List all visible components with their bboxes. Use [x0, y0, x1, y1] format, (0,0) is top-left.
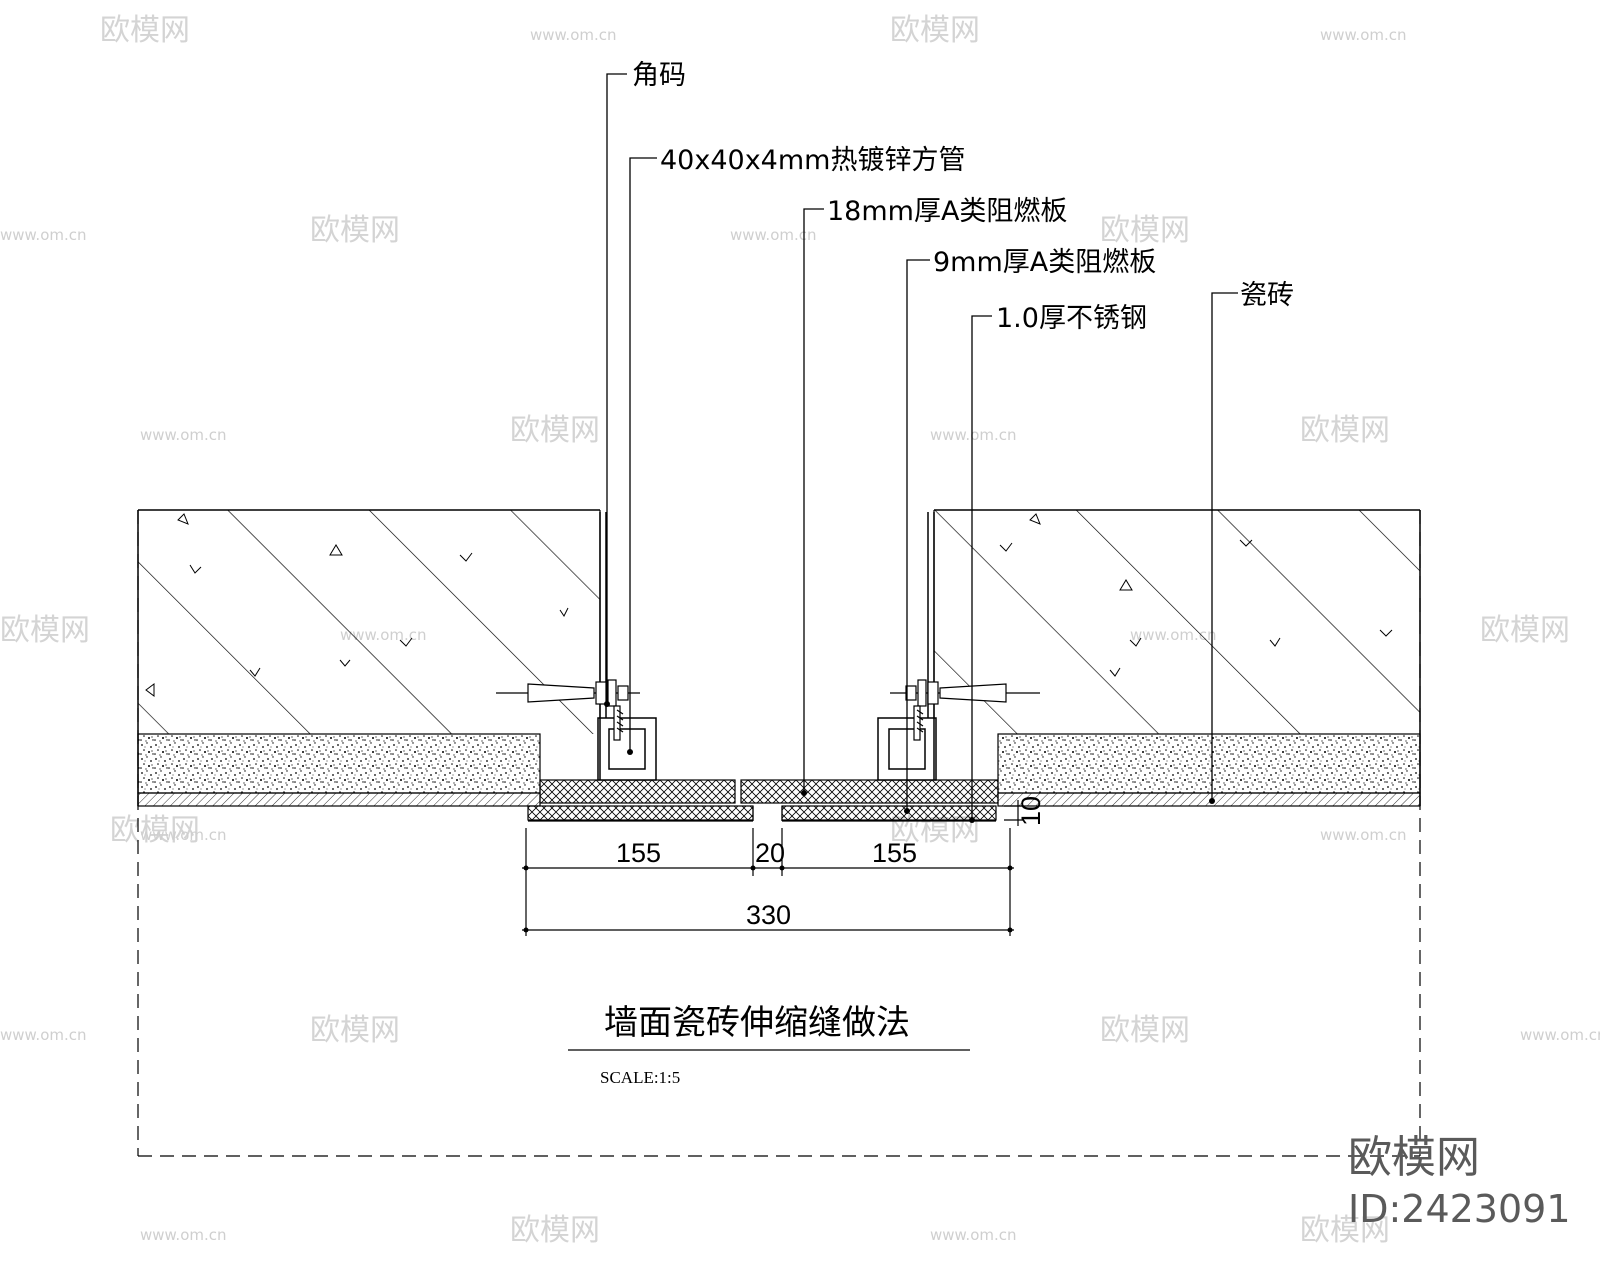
watermark-id: ID:2423091: [1348, 1187, 1571, 1231]
stainless-steel-strip: [528, 806, 996, 822]
watermark-url: www.om.cn: [1320, 826, 1407, 844]
watermark-tile: 欧模网: [1100, 213, 1190, 248]
watermark-url: www.om.cn: [0, 226, 87, 244]
watermark-tile: 欧模网: [510, 413, 600, 448]
watermark-url: www.om.cn: [0, 1026, 87, 1044]
dimension-lines: [522, 800, 1024, 936]
watermark-url: www.om.cn: [140, 826, 227, 844]
concrete-wall: [137, 509, 1421, 806]
leader-lines: [606, 73, 1238, 820]
watermark-url: www.om.cn: [730, 226, 817, 244]
dim-gap: 20: [755, 838, 785, 868]
watermark-tile: 欧模网: [110, 813, 200, 848]
dim-thickness: 10: [1016, 796, 1046, 826]
watermark-url: www.om.cn: [1320, 26, 1407, 44]
watermark-url: www.om.cn: [530, 26, 617, 44]
watermark-tile: 欧模网: [1480, 613, 1570, 648]
watermark-tile: 欧模网: [890, 13, 980, 48]
callout-stainless-steel: 1.0厚不锈钢: [996, 303, 1147, 334]
watermark-tile: 欧模网: [1300, 413, 1390, 448]
watermark-url: www.om.cn: [1520, 1026, 1600, 1044]
dashed-frame: [137, 510, 1421, 1157]
expansion-bolt-left: [496, 679, 640, 741]
watermark-url: www.om.cn: [930, 1226, 1017, 1244]
expansion-bolt-right: [890, 679, 1040, 741]
callout-square-tube: 40x40x4mm热镀锌方管: [660, 145, 965, 176]
watermark-brand: 欧模网: [1348, 1132, 1480, 1183]
watermark-tile: 欧模网: [310, 213, 400, 248]
watermark-url: www.om.cn: [140, 1226, 227, 1244]
dimension-ticks: [523, 865, 1013, 933]
drawing-scale: SCALE:1:5: [600, 1068, 680, 1087]
watermark-tile: 欧模网: [1300, 1213, 1390, 1248]
watermark-tile: 欧模网: [100, 13, 190, 48]
drawing-title: 墙面瓷砖伸缩缝做法: [604, 1003, 910, 1043]
watermark-tile: 欧模网: [310, 1013, 400, 1048]
callout-board-18mm: 18mm厚A类阻燃板: [827, 196, 1067, 227]
leader-dots: [604, 701, 1215, 823]
callout-ceramic-tile: 瓷砖: [1240, 280, 1294, 311]
board-9mm: [527, 805, 997, 821]
aggregate-marks: [145, 513, 1393, 697]
callout-board-9mm: 9mm厚A类阻燃板: [933, 247, 1156, 278]
watermark-tile: 欧模网: [1100, 1013, 1190, 1048]
callout-corner-bracket: 角码: [632, 60, 686, 91]
board-18mm: [539, 779, 999, 804]
dim-left: 155: [616, 838, 661, 868]
mortar-bed: [137, 733, 1421, 794]
dim-total: 330: [746, 900, 791, 930]
watermark-url: www.om.cn: [140, 426, 227, 444]
square-tube-left: [597, 717, 657, 781]
watermark-url: www.om.cn: [930, 426, 1017, 444]
watermark-tile: 欧模网: [0, 613, 90, 648]
dim-right: 155: [872, 838, 917, 868]
watermark-tile: 欧模网: [510, 1213, 600, 1248]
